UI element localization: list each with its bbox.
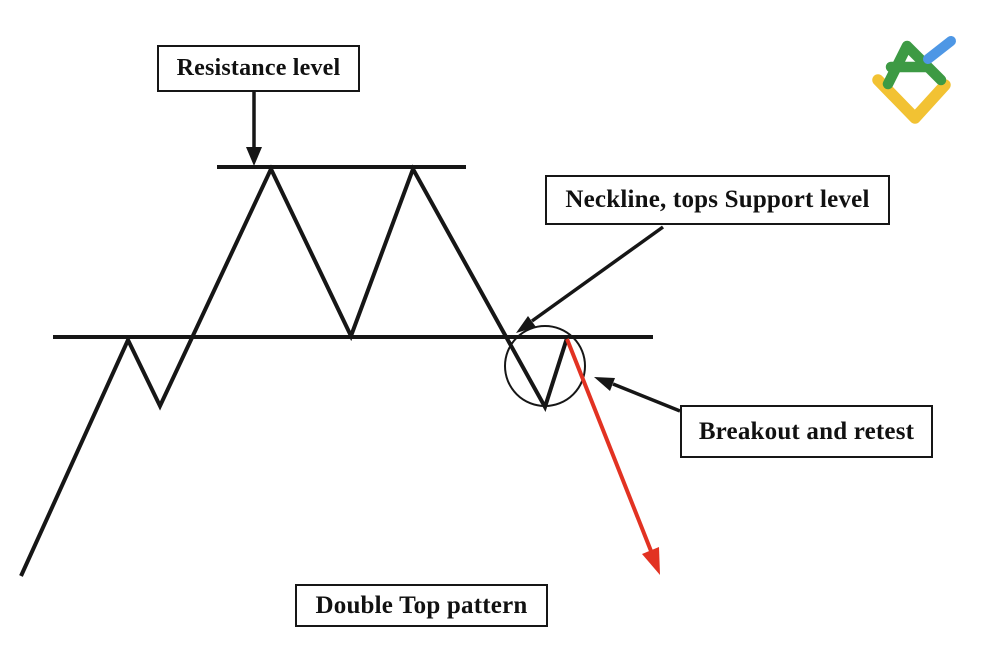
breakout-price-arrow bbox=[565, 338, 660, 575]
breakout-pointer-shaft bbox=[612, 382, 681, 413]
neckline-pointer-shaft bbox=[530, 225, 665, 323]
resistance-label: Resistance level bbox=[157, 45, 360, 92]
resistance-pointer-arrowhead-icon bbox=[246, 147, 262, 166]
neckline-label: Neckline, tops Support level bbox=[545, 175, 890, 225]
pattern-title: Double Top pattern bbox=[295, 584, 548, 627]
logo-blue-stroke-icon bbox=[923, 36, 956, 64]
logo-yellow-check-icon bbox=[872, 74, 951, 124]
price-zigzag-line bbox=[19, 164, 569, 577]
neckline-pointer-arrowhead-icon bbox=[516, 316, 536, 333]
breakout-price-arrowhead-icon bbox=[642, 547, 660, 575]
resistance-pointer-arrow bbox=[246, 92, 262, 166]
neckline-pointer-arrow bbox=[516, 225, 665, 333]
breakout-pointer-arrow bbox=[594, 377, 681, 413]
breakout-retest-circle bbox=[504, 325, 586, 407]
breakout-price-arrow-shaft bbox=[565, 338, 653, 552]
breakout-pointer-arrowhead-icon bbox=[594, 377, 615, 391]
litefinance-logo bbox=[872, 36, 956, 124]
breakout-retest-label: Breakout and retest bbox=[680, 405, 933, 458]
